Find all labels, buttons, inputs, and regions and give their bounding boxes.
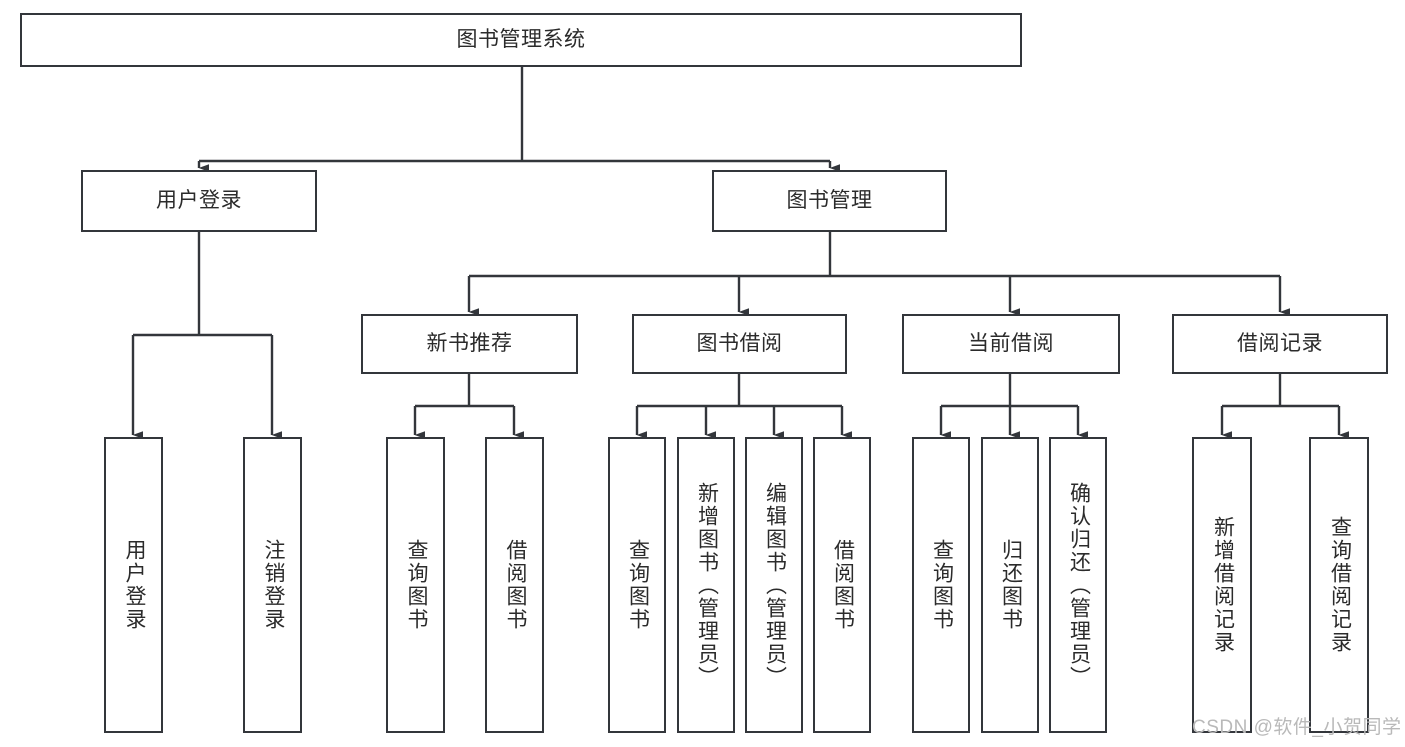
leaf-book-borrow-add-book-admin[interactable]: 新增图书（管理员） — [677, 437, 735, 733]
node-label: 图书管理 — [786, 189, 873, 213]
node-book-borrow[interactable]: 图书借阅 — [632, 314, 847, 374]
node-label: 借阅记录 — [1237, 332, 1323, 356]
leaf-user-login-signin[interactable]: 用户登录 — [104, 437, 163, 733]
leaf-book-borrow-borrow-books[interactable]: 借阅图书 — [813, 437, 871, 733]
node-label: 图书借阅 — [696, 332, 783, 356]
node-label: 新增借阅记录 — [1211, 516, 1235, 654]
node-label: 查询借阅记录 — [1328, 516, 1352, 654]
node-label: 用户登录 — [122, 539, 146, 631]
node-label: 用户登录 — [156, 189, 242, 213]
leaf-user-login-signout[interactable]: 注销登录 — [243, 437, 302, 733]
node-user-login[interactable]: 用户登录 — [81, 170, 317, 232]
node-book-management[interactable]: 图书管理 — [712, 170, 947, 232]
leaf-current-borrow-confirm-return-admin[interactable]: 确认归还（管理员） — [1049, 437, 1107, 733]
node-label: 借阅图书 — [831, 539, 855, 631]
leaf-book-borrow-edit-book-admin[interactable]: 编辑图书（管理员） — [745, 437, 803, 733]
csdn-watermark: CSDN @软件_小贺同学 — [1192, 717, 1402, 738]
node-label: 新书推荐 — [426, 332, 513, 356]
leaf-current-borrow-return-books[interactable]: 归还图书 — [981, 437, 1039, 733]
leaf-current-borrow-query-books[interactable]: 查询图书 — [912, 437, 970, 733]
node-label: 图书管理系统 — [456, 28, 586, 52]
leaf-borrow-record-add-record[interactable]: 新增借阅记录 — [1192, 437, 1252, 733]
node-label: 查询图书 — [404, 539, 428, 631]
node-new-book-recommend[interactable]: 新书推荐 — [361, 314, 578, 374]
node-label: 查询图书 — [930, 539, 954, 631]
leaf-new-book-query-books[interactable]: 查询图书 — [386, 437, 445, 733]
node-label: 当前借阅 — [968, 332, 1054, 356]
node-label: 借阅图书 — [503, 539, 527, 631]
node-borrow-record[interactable]: 借阅记录 — [1172, 314, 1388, 374]
node-root-library-management-system[interactable]: 图书管理系统 — [20, 13, 1022, 67]
node-current-borrow[interactable]: 当前借阅 — [902, 314, 1120, 374]
node-label: 查询图书 — [626, 539, 650, 631]
node-label: 编辑图书（管理员） — [763, 481, 787, 689]
node-label: 新增图书（管理员） — [695, 481, 719, 689]
node-label: 注销登录 — [261, 539, 285, 631]
leaf-book-borrow-query-books[interactable]: 查询图书 — [608, 437, 666, 733]
leaf-borrow-record-query-record[interactable]: 查询借阅记录 — [1309, 437, 1369, 733]
leaf-new-book-borrow-books[interactable]: 借阅图书 — [485, 437, 544, 733]
node-label: 确认归还（管理员） — [1067, 481, 1091, 689]
node-label: 归还图书 — [999, 539, 1023, 631]
